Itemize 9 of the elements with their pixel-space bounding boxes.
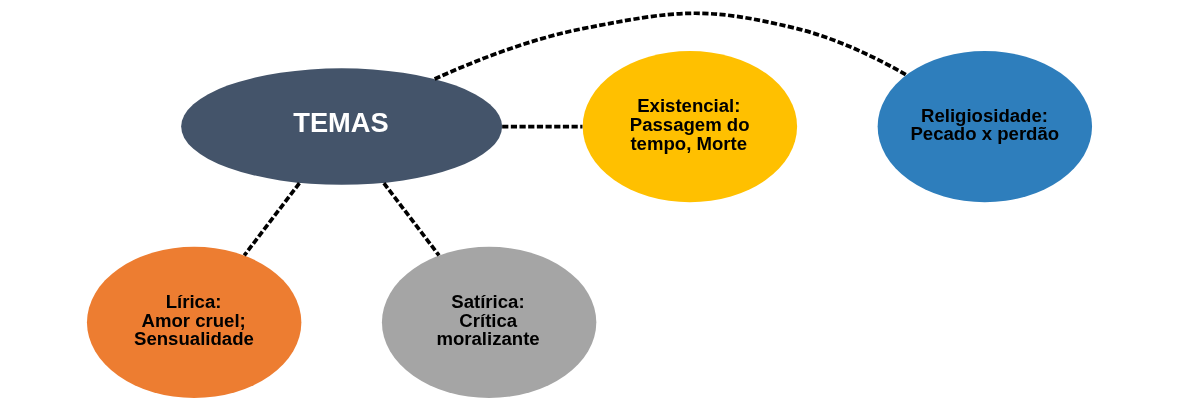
node-ellipse: Existencial: Passagem do tempo, Morte [582, 50, 797, 203]
node-ellipse: Religiosidade: Pecado x perdão [877, 50, 1092, 203]
node-ellipse: Lírica: Amor cruel; Sensualidade [86, 246, 301, 398]
connector [242, 182, 301, 257]
connector [501, 124, 582, 129]
node-ellipse: TEMAS [180, 68, 502, 185]
node-ellipse: Satírica: Crítica moralizante [381, 246, 596, 398]
connector [433, 11, 907, 81]
connector [381, 182, 440, 257]
